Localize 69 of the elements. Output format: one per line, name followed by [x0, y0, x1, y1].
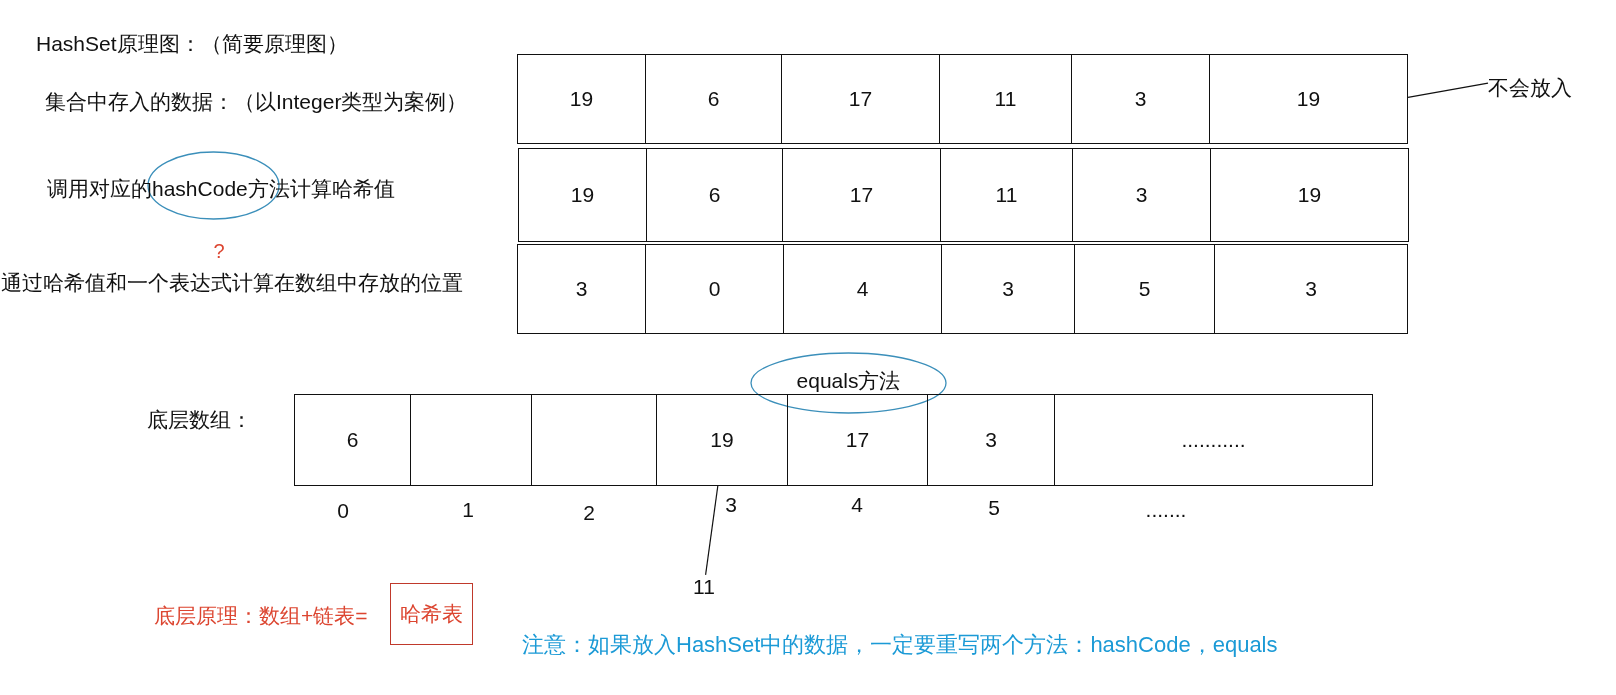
table-cell	[1074, 244, 1215, 334]
array-slot	[927, 394, 1055, 486]
array-slot	[1054, 394, 1373, 486]
diagram-title: HashSet原理图：（简要原理图）	[36, 31, 348, 57]
table-cell	[517, 54, 646, 144]
question-mark: ?	[213, 239, 225, 263]
cell-value: 11	[995, 182, 1018, 208]
cell-value: 3	[1002, 276, 1014, 302]
formula-term: 哈希表	[400, 601, 463, 627]
table-cell	[1071, 54, 1210, 144]
index-label: 3	[725, 492, 737, 518]
cell-value: 19	[1296, 86, 1321, 112]
note-text: 注意：如果放入HashSet中的数据，一定要重写两个方法：hashCode，equals	[522, 632, 1278, 658]
cell-value: 17	[848, 86, 873, 112]
cell-value: 19	[570, 182, 595, 208]
cell-value: 3	[1305, 276, 1317, 302]
array-slot	[410, 394, 532, 486]
cell-value: 6	[707, 86, 720, 112]
cell-value: 0	[708, 276, 721, 302]
table-cell	[646, 148, 783, 242]
cell-value: 19	[1297, 182, 1322, 208]
cell-value: 6	[708, 182, 721, 208]
cell-value: 11	[994, 86, 1017, 112]
index-label: 2	[583, 500, 595, 526]
method-label: equals方法	[796, 368, 901, 394]
slot-value: 19	[710, 427, 734, 453]
step-label: 通过哈希值和一个表达式计算在数组中存放的位置	[1, 270, 463, 296]
highlight-box	[390, 583, 473, 645]
table-cell	[1209, 54, 1408, 144]
table-cell	[517, 244, 646, 334]
table-cell	[781, 54, 940, 144]
slot-value: ...........	[1181, 427, 1246, 453]
table-cell	[783, 244, 942, 334]
array-slot	[294, 394, 411, 486]
table-cell	[940, 148, 1073, 242]
index-label: 4	[851, 492, 863, 518]
callout-text: 不会放入	[1488, 75, 1572, 101]
index-label: 0	[337, 498, 349, 524]
cell-value: 3	[575, 276, 588, 302]
table-cell	[1072, 148, 1211, 242]
cell-value: 19	[569, 86, 594, 112]
slot-value: 6	[346, 427, 359, 453]
cell-value: 4	[856, 276, 869, 302]
table-cell	[645, 244, 784, 334]
table-cell	[518, 148, 647, 242]
table-cell	[782, 148, 941, 242]
cell-value: 5	[1138, 276, 1151, 302]
index-label: .......	[1145, 497, 1187, 523]
index-label: 5	[988, 495, 1000, 521]
step-label: 集合中存入的数据：（以Integer类型为案例）	[45, 89, 468, 115]
cell-value: 3	[1134, 86, 1147, 112]
table-cell	[1210, 148, 1409, 242]
formula-text: 底层原理：数组+链表=	[154, 603, 368, 629]
section-label: 底层数组：	[147, 407, 252, 433]
cell-value: 17	[849, 182, 874, 208]
table-cell	[645, 54, 782, 144]
leader-line	[1407, 82, 1489, 98]
slot-value: 17	[845, 427, 870, 453]
table-cell	[1214, 244, 1408, 334]
array-slot	[787, 394, 928, 486]
index-label: 1	[462, 497, 474, 523]
array-slot	[656, 394, 788, 486]
leader-line	[705, 485, 719, 576]
cell-value: 3	[1135, 182, 1148, 208]
table-cell	[941, 244, 1075, 334]
array-slot	[531, 394, 657, 486]
table-cell	[939, 54, 1072, 144]
chain-value: 11	[693, 574, 715, 600]
slot-value: 3	[985, 427, 997, 453]
